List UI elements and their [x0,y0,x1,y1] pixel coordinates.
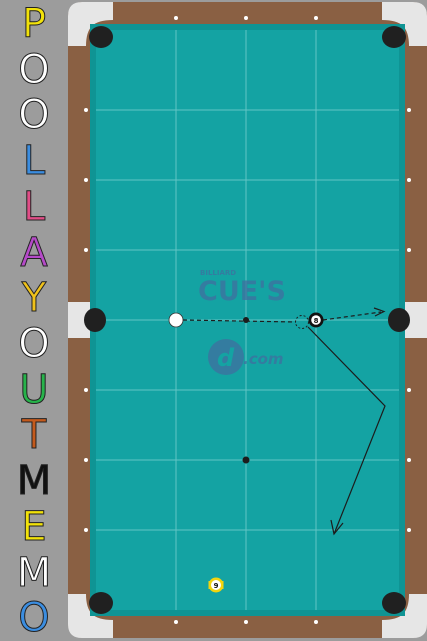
watermark-small: BILLIARD [200,269,236,277]
title-letter: E [21,503,47,550]
watermark-brand: CUE'S [198,276,286,307]
watermark-logo-letter: d [217,344,235,372]
rail-diamond [314,620,318,624]
title-letter: O [18,92,50,139]
rail-diamonds [84,16,411,624]
eight-ball-label: 8 [314,317,319,325]
title-letter: U [19,366,49,413]
rail-diamond [407,178,411,182]
rail-diamond [407,458,411,462]
pool-table[interactable]: BILLIARD CUE'S d .com 8 9 [68,0,427,640]
pocket-side-right[interactable] [388,308,410,332]
title-letter: L [22,138,46,185]
title-letter: M [16,549,52,596]
watermark: BILLIARD CUE'S d .com [198,269,286,375]
rail-diamond [407,108,411,112]
rail-diamond [84,388,88,392]
title-letter: O [18,46,50,93]
rail-diamond [84,528,88,532]
title-letter: O [18,595,50,641]
title-letter: O [18,321,50,367]
ghost-ball [295,315,309,329]
object-ball-path [322,311,382,321]
rail-diamond [84,458,88,462]
pocket-bottom-left[interactable] [89,592,113,614]
rail-diamond [84,108,88,112]
title-letter: M [16,458,52,505]
cue-ball[interactable] [168,312,184,328]
rail-diamond [174,620,178,624]
rail-diamond [84,178,88,182]
nine-ball-label: 9 [214,582,219,590]
rail-diamond [407,248,411,252]
title-letter: P [21,1,47,47]
eight-ball[interactable]: 8 [308,312,324,328]
rail-diamond [244,620,248,624]
pocket-top-right[interactable] [382,26,406,48]
watermark-logo [208,339,244,375]
rail-diamond [407,388,411,392]
foot-spot [242,456,250,464]
rail-diamond [174,16,178,20]
cue-ball-aim-line [182,319,297,323]
title-letter: A [20,229,48,276]
cue-ball-path [307,326,386,535]
title-letter: L [22,183,46,230]
rail-diamond [314,16,318,20]
pocket-bottom-right[interactable] [382,592,406,614]
rail-diamond [84,248,88,252]
nine-ball[interactable]: 9 [208,577,224,593]
pocket-side-left[interactable] [84,308,106,332]
center-spot [243,317,249,323]
rail-diamond [407,528,411,532]
rail-diamond [244,16,248,20]
object-ball-arrowhead [373,307,386,317]
watermark-domain: .com [243,350,284,368]
title-letter: T [21,412,47,459]
cue-ball-path-arrowhead [330,519,344,536]
pocket-top-left[interactable] [89,26,113,48]
title-letter: Y [21,275,47,322]
